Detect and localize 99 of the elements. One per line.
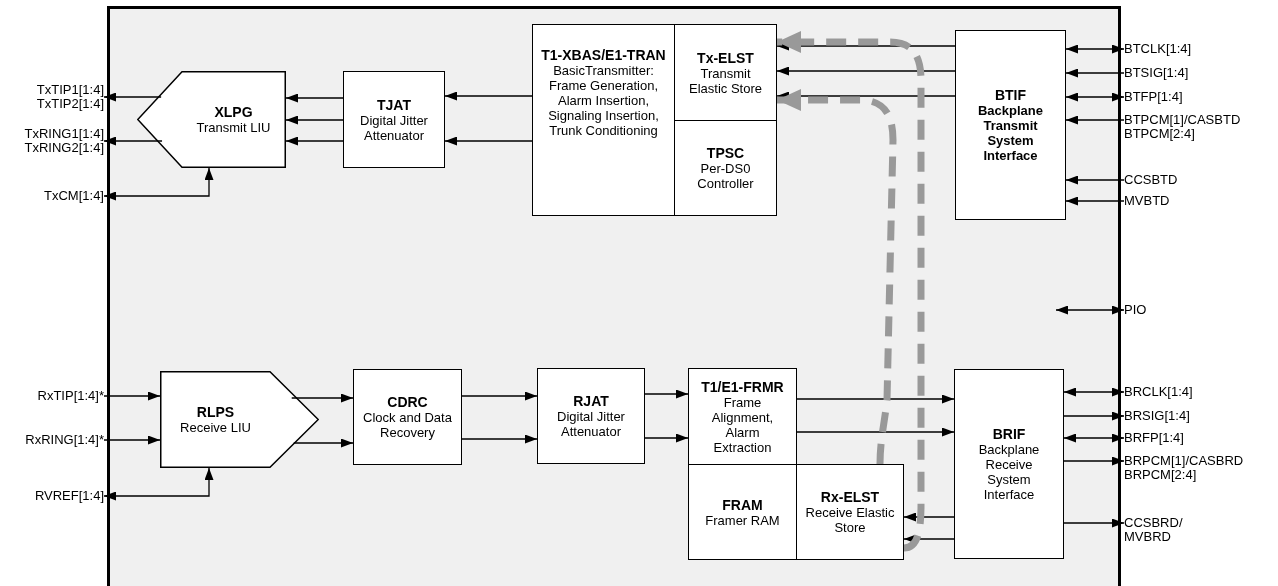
signal-arrow	[1063, 433, 1125, 443]
signal-arrow	[796, 394, 955, 404]
pin-label: BRFP[1:4]	[1124, 431, 1184, 445]
block-title: CDRC	[387, 394, 428, 410]
block-description: Frame Alignment, Alarm Extraction	[710, 394, 775, 455]
block-description: Digital Jitter Attenuator	[359, 112, 429, 143]
pin-label: BRCLK[1:4]	[1124, 385, 1193, 399]
block-title: XLPG	[214, 104, 253, 120]
block-title: RJAT	[573, 393, 609, 409]
function-block	[674, 120, 777, 216]
pin-label: PIO	[1124, 303, 1147, 317]
function-block	[537, 368, 645, 464]
block-description: BasicTransmitter: Frame Generation, Alarm Insertion, Signaling Insertion, Trunk Conditioning	[547, 63, 660, 138]
signal-arrow	[1065, 196, 1125, 206]
pin-label: BTPCM[1]/CASBTD	[1124, 113, 1241, 127]
block-title: TPSC	[706, 145, 745, 161]
signal-arrow	[1065, 92, 1125, 102]
pin-label: MVBTD	[1124, 194, 1170, 208]
signal-arrow	[461, 391, 538, 401]
pin-label: BRPCM[1]/CASBRD	[1124, 454, 1244, 468]
signal-arrow	[1063, 387, 1125, 397]
pin-label: BTCLK[1:4]	[1124, 42, 1192, 56]
signal-arrow	[285, 115, 344, 125]
signal-arrow	[903, 534, 955, 544]
block-description: Clock and Data Recovery	[362, 410, 453, 440]
signal-arrow	[103, 391, 161, 401]
dashed-data-path-arrow	[777, 31, 925, 552]
signal-arrow	[1063, 411, 1125, 421]
signal-arrow	[285, 93, 344, 103]
block-description: Transmit LIU	[196, 120, 271, 135]
signal-arrow	[285, 136, 344, 146]
signal-arrow	[1065, 44, 1125, 54]
pin-label: RxTIP[1:4]*	[37, 389, 104, 403]
pin-label: RVREF[1:4]	[34, 489, 104, 503]
chip-outline	[107, 6, 1121, 586]
pin-label: CCSBTD	[1124, 173, 1178, 187]
block-description: Receive LIU	[180, 420, 251, 435]
block-description: Transmit Elastic Store	[688, 65, 763, 96]
signal-arrow	[103, 435, 161, 445]
signal-arrow	[103, 136, 163, 146]
block-description: Receive Elastic Store	[805, 505, 895, 535]
function-block	[532, 24, 675, 216]
signal-arrow	[444, 91, 533, 101]
pin-label: BTFP[1:4]	[1124, 90, 1183, 104]
pin-label: CCSBRD/	[1124, 516, 1183, 530]
signal-arrow	[461, 434, 538, 444]
pin-label: TxTIP2[1:4]	[36, 97, 104, 111]
pentagon-block	[160, 371, 319, 468]
pentagon-block	[137, 71, 286, 168]
signal-arrow	[103, 92, 162, 102]
signal-arrow	[796, 427, 955, 437]
block-title: Tx-ELST	[697, 49, 754, 66]
pin-label: BRPCM[2:4]	[1124, 468, 1197, 482]
pin-label: TxRING2[1:4]	[24, 141, 104, 155]
signal-arrow	[644, 389, 689, 399]
pin-label: TxTIP1[1:4]	[36, 83, 104, 97]
signal-arrow	[293, 438, 354, 448]
function-block	[674, 24, 777, 121]
pin-label: BTSIG[1:4]	[1124, 66, 1189, 80]
pin-label: TxRING1[1:4]	[24, 127, 104, 141]
block-title: T1-XBAS/E1-TRAN	[541, 47, 666, 63]
block-title: T1/E1-FRMR	[701, 378, 784, 395]
block-title: RLPS	[196, 404, 235, 420]
signal-arrow	[1055, 305, 1125, 315]
signal-arrow	[291, 393, 354, 403]
pin-label: BTPCM[2:4]	[1124, 127, 1195, 141]
block-description: Backplane Transmit System Interface	[976, 103, 1044, 163]
function-block	[954, 369, 1064, 559]
pin-label: BRSIG[1:4]	[1124, 409, 1190, 423]
signal-arrow	[103, 167, 214, 201]
function-block	[796, 464, 904, 560]
function-block	[688, 368, 797, 465]
function-block	[343, 71, 445, 168]
block-description: Framer RAM	[705, 512, 780, 528]
block-description: Per-DS0 Controller	[696, 161, 755, 191]
pin-label: RxRING[1:4]*	[25, 433, 104, 447]
signal-arrow	[1063, 518, 1125, 528]
block-description: Digital Jitter Attenuator	[556, 409, 626, 439]
block-description: Backplane Receive System Interface	[977, 442, 1041, 502]
block-title: BTIF	[994, 87, 1027, 103]
block-title: FRAM	[722, 496, 763, 513]
dashed-data-path-arrow	[777, 89, 897, 465]
signal-arrow	[903, 512, 955, 522]
signal-arrow	[1065, 68, 1125, 78]
signal-arrow	[1065, 115, 1125, 125]
pin-label: MVBRD	[1124, 530, 1171, 544]
signal-arrow	[644, 433, 689, 443]
function-block	[955, 30, 1066, 220]
signal-arrow	[444, 136, 533, 146]
signal-arrow	[776, 66, 956, 76]
signal-arrow	[1063, 456, 1125, 466]
pin-label: TxCM[1:4]	[44, 189, 104, 203]
signal-arrow	[1065, 175, 1125, 185]
block-title: Rx-ELST	[820, 489, 880, 505]
signal-arrow	[103, 467, 214, 501]
function-block	[353, 369, 462, 465]
function-block	[688, 464, 797, 560]
block-title: BRIF	[992, 426, 1026, 442]
block-title: TJAT	[377, 96, 411, 113]
